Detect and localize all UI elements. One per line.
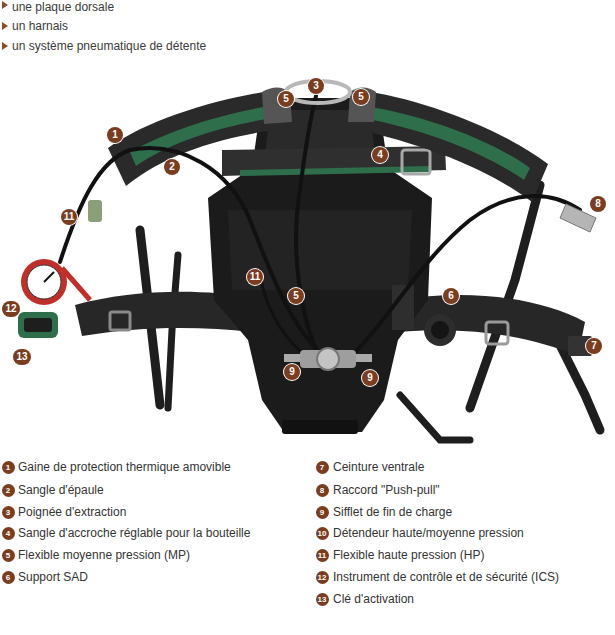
cylinder-strap xyxy=(222,146,446,176)
legend-number: 11 xyxy=(316,549,329,562)
legend-number: 13 xyxy=(316,593,329,606)
callout-number: 7 xyxy=(586,338,602,354)
callout-number: 5 xyxy=(288,288,304,304)
pressure-gauge xyxy=(18,259,90,338)
hose-connector xyxy=(88,200,102,222)
part-name: Support SAD xyxy=(18,570,88,584)
part-name: Sangle d'épaule xyxy=(18,483,104,497)
part-name: Flexible haute pression (HP) xyxy=(333,548,484,562)
callout-number: 8 xyxy=(590,196,606,212)
list-item-text: une plaque dorsale xyxy=(12,0,114,14)
callout-number: 5 xyxy=(353,89,369,105)
part-name: Gaine de protection thermique amovible xyxy=(18,460,231,474)
callout-number: 2 xyxy=(164,159,180,175)
part-name: Flexible moyenne pression (MP) xyxy=(18,548,190,562)
part-name: Clé d'activation xyxy=(333,592,414,606)
part-name: Instrument de contrôle et de sécurité (I… xyxy=(333,570,559,584)
part-name: Sifflet de fin de charge xyxy=(333,505,452,519)
legend-number: 7 xyxy=(316,461,329,474)
legend-number: 12 xyxy=(316,571,329,584)
legend-number: 2 xyxy=(2,484,15,497)
callout-number: 12 xyxy=(2,301,19,317)
legend-number: 4 xyxy=(2,527,15,540)
part-name: Poignée d'extraction xyxy=(18,505,126,519)
callout-number: 9 xyxy=(284,364,300,380)
callout-number: 9 xyxy=(362,370,378,386)
legend-number: 3 xyxy=(2,506,15,519)
legend-number: 8 xyxy=(316,484,329,497)
sad-support xyxy=(424,314,456,346)
callout-number: 4 xyxy=(372,147,388,163)
list-item-text: un harnais xyxy=(12,19,68,33)
callout-number: 6 xyxy=(443,288,459,304)
hoses xyxy=(60,96,580,362)
legend-number: 1 xyxy=(2,461,15,474)
part-name: Détendeur haute/moyenne pression xyxy=(333,526,524,540)
callout-number: 13 xyxy=(13,349,30,365)
callout-number: 5 xyxy=(278,91,294,107)
legend-number: 5 xyxy=(2,549,15,562)
legend-number: 10 xyxy=(316,527,329,540)
callout-number: 1 xyxy=(107,127,123,143)
part-name: Raccord "Push-pull" xyxy=(333,483,440,497)
legend-number: 6 xyxy=(2,571,15,584)
list-item-text: un système pneumatique de détente xyxy=(12,39,206,53)
legend-number: 9 xyxy=(316,506,329,519)
callout-number: 11 xyxy=(61,209,78,225)
list-bullets xyxy=(2,1,8,50)
callout-number: 11 xyxy=(247,269,264,285)
callout-number: 3 xyxy=(308,78,324,94)
shoulder-pads xyxy=(108,88,548,203)
part-name: Sangle d'accroche réglable pour la boute… xyxy=(18,526,250,540)
part-name: Ceinture ventrale xyxy=(333,460,424,474)
